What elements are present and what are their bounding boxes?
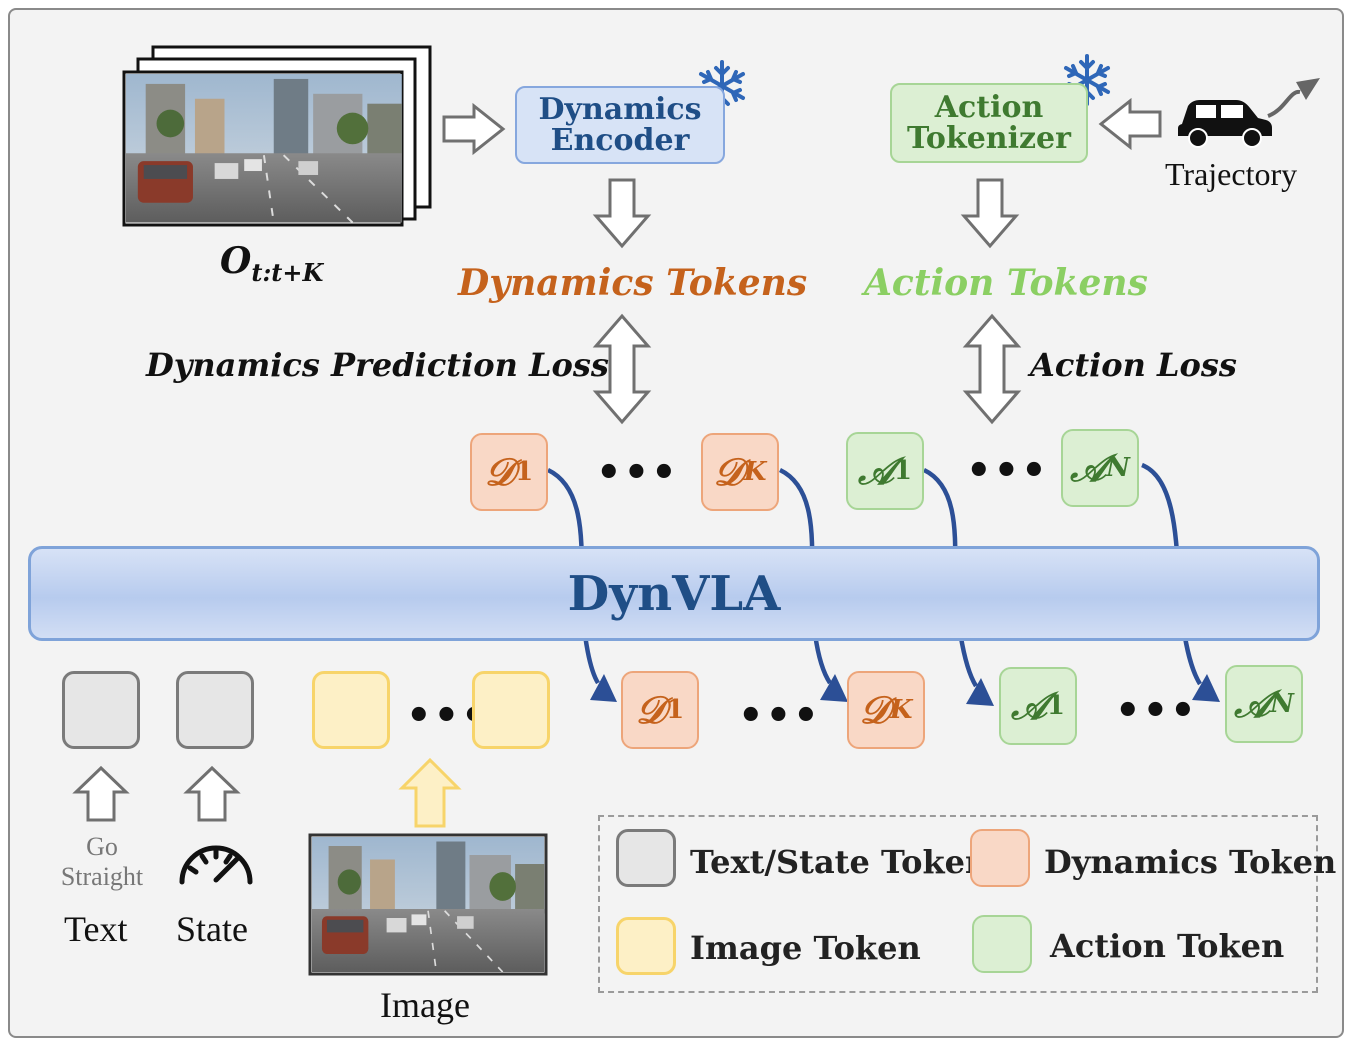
text-command-line1: Go [86, 832, 118, 861]
legend-label-text-state: Text/State Token [690, 843, 989, 881]
image-caption: Image [380, 985, 470, 1025]
tokenizer-line1: Action [934, 89, 1044, 125]
image-token-last [472, 671, 550, 749]
image-token-first [312, 671, 390, 749]
legend-label-action: Action Token [1050, 927, 1285, 965]
upper-dynamics-dots: ••• [596, 450, 679, 496]
lower-action-dots: ••• [1115, 688, 1198, 734]
flow-arrowheads [590, 674, 1220, 706]
obs-main: O [220, 240, 252, 282]
arrow-tokenizer-down [960, 178, 1020, 249]
encoder-line2: Encoder [550, 123, 690, 158]
double-arrow-action-loss [962, 313, 1022, 425]
arrow-image-up [398, 757, 462, 828]
trajectory-curve [1267, 89, 1301, 118]
dynamics-prediction-loss-label: Dynamics Prediction Loss [146, 346, 609, 384]
trajectory-label: Trajectory [1165, 156, 1298, 192]
state-token [176, 671, 254, 749]
state-caption: State [176, 909, 248, 949]
text-token [62, 671, 140, 749]
dynvla-model-bar: DynVLA [28, 546, 1320, 641]
legend: Text/State Token Dynamics Token Image To… [598, 815, 1336, 993]
legend-swatch-dynamics [970, 829, 1030, 887]
dynamics-tokens-label: Dynamics Tokens [458, 262, 808, 304]
text-caption: Text [64, 909, 128, 949]
arrow-text-up [72, 765, 130, 822]
double-arrow-dynamics-loss [592, 313, 652, 425]
trajectory-arrowhead [1296, 78, 1320, 100]
action-loss-label: Action Loss [1030, 346, 1237, 384]
input-image [308, 833, 548, 976]
arrow-state-up [183, 765, 241, 822]
car-icon [1178, 100, 1272, 148]
encoder-line1: Dynamics [538, 91, 702, 127]
arrow-frames-to-encoder [442, 102, 506, 156]
legend-swatch-text-state [616, 829, 676, 887]
tokenizer-line2: Tokenizer [907, 121, 1071, 156]
observation-label: Ot:t+K [220, 240, 323, 287]
legend-swatch-action [972, 915, 1032, 973]
legend-label-image: Image Token [690, 929, 921, 967]
observation-frames [122, 45, 432, 227]
lower-dynamics-dots: ••• [738, 693, 821, 739]
text-command: Go Straight [46, 832, 158, 892]
obs-sub: t:t+K [251, 258, 324, 288]
speedometer-icon [179, 845, 253, 885]
text-command-line2: Straight [60, 862, 144, 891]
arrow-trajectory-to-tokenizer [1098, 97, 1162, 151]
arrow-encoder-down [592, 178, 652, 249]
legend-label-dynamics: Dynamics Token [1044, 843, 1337, 881]
legend-swatch-image [616, 917, 676, 975]
action-tokens-label: Action Tokens [864, 262, 1148, 304]
upper-action-dots: ••• [966, 448, 1049, 494]
